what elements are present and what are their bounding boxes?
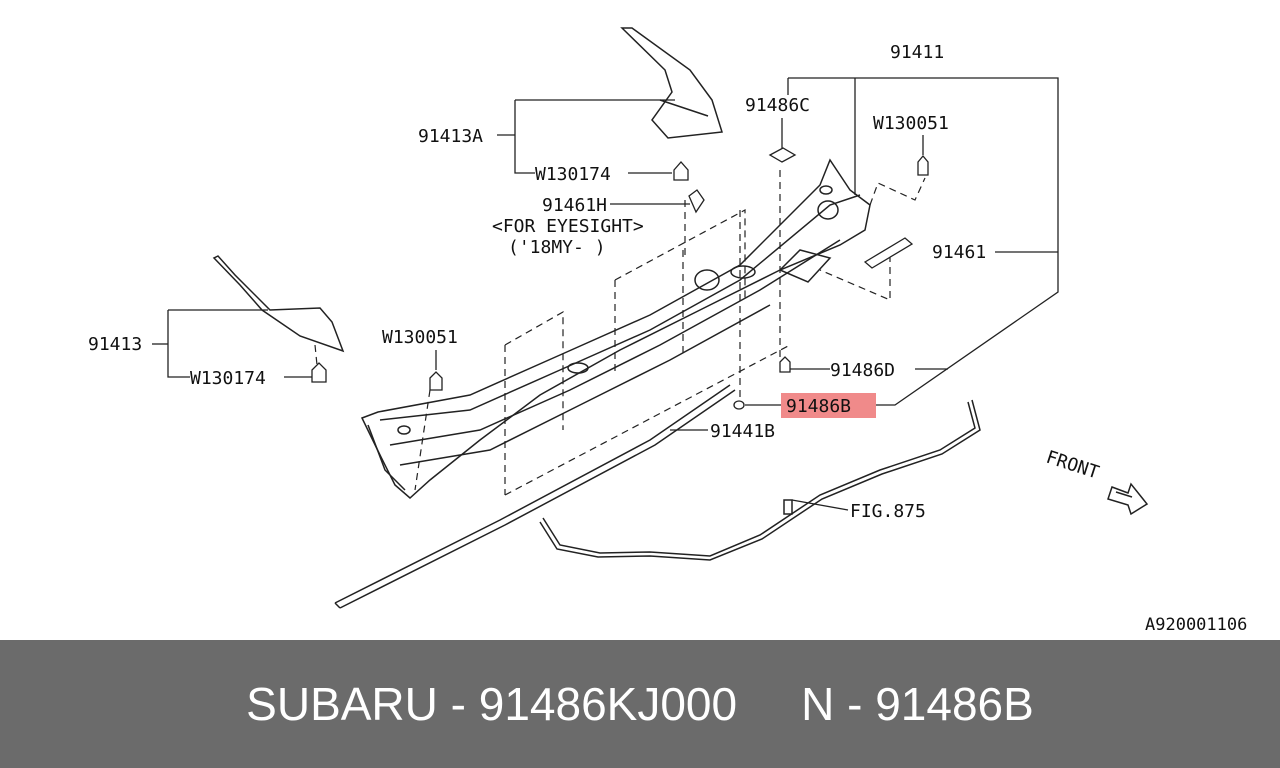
label-91413A: 91413A [418, 126, 483, 147]
label-91486D: 91486D [830, 360, 895, 381]
weatherstrip-drawing [334, 384, 736, 609]
label-ref-code: A920001106 [1145, 615, 1247, 635]
label-w130174-top: W130174 [535, 164, 611, 185]
highlight-91486B [781, 393, 876, 418]
side-cover-left-drawing [212, 255, 345, 353]
label-from-18my: ('18MY- ) [508, 237, 606, 258]
label-w130051-right: W130051 [873, 113, 949, 134]
label-w130174-left: W130174 [190, 368, 266, 389]
label-91461H: 91461H [542, 195, 607, 216]
label-w130051-left: W130051 [382, 327, 458, 348]
part-number-text: SUBARU - 91486KJ000 [246, 678, 738, 730]
label-for-eyesight: <FOR EYESIGHT> [492, 216, 644, 237]
label-front: FRONT [1043, 447, 1101, 484]
label-91413: 91413 [88, 334, 142, 355]
label-91461: 91461 [932, 242, 986, 263]
part-labels: 91411 91413A W130174 91486C W130051 9146… [88, 42, 1247, 635]
fasteners [311, 147, 929, 410]
footer-bar: SUBARU - 91486KJ000 N - 91486B [0, 640, 1280, 768]
washer-hose-drawing [539, 399, 981, 561]
ref-number-text: N - 91486B [801, 678, 1034, 730]
label-91486B: 91486B [786, 396, 851, 417]
leader-lines [152, 77, 1059, 511]
label-91441B: 91441B [710, 421, 775, 442]
side-cover-right-drawing [620, 27, 723, 139]
front-arrow-icon [1107, 482, 1149, 516]
label-91486C: 91486C [745, 95, 810, 116]
label-91411: 91411 [890, 42, 944, 63]
label-fig875: FIG.875 [850, 501, 926, 522]
parts-diagram: 91411 91413A W130174 91486C W130051 9146… [88, 27, 1247, 635]
